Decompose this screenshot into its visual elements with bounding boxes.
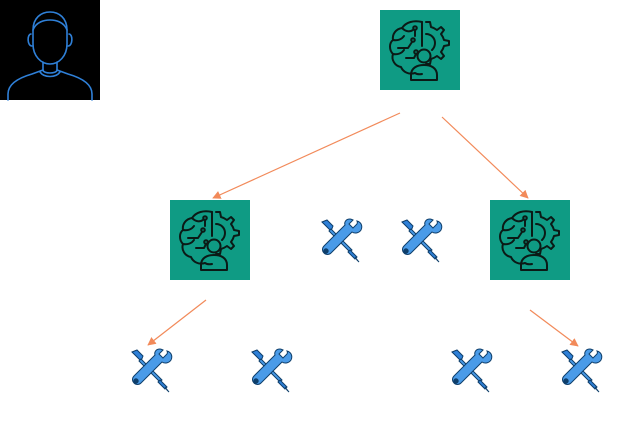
edge-left-to-tool: [147, 299, 207, 346]
tool-icon-bottom-1: [131, 348, 173, 393]
agent-icon-right: [490, 200, 570, 280]
user-avatar-icon: [0, 0, 100, 101]
tool-icon-mid-left: [321, 218, 363, 263]
tool-icon-bottom-4: [561, 348, 603, 393]
agent-icon-root: [380, 10, 460, 90]
edge-root-to-right: [441, 116, 529, 199]
agent-icon-left: [170, 200, 250, 280]
edge-root-to-left: [212, 112, 401, 199]
edge-right-to-tool: [529, 309, 579, 347]
tool-icon-bottom-2: [251, 348, 293, 393]
tool-icon-bottom-3: [451, 348, 493, 393]
tool-icon-mid-right: [401, 218, 443, 263]
